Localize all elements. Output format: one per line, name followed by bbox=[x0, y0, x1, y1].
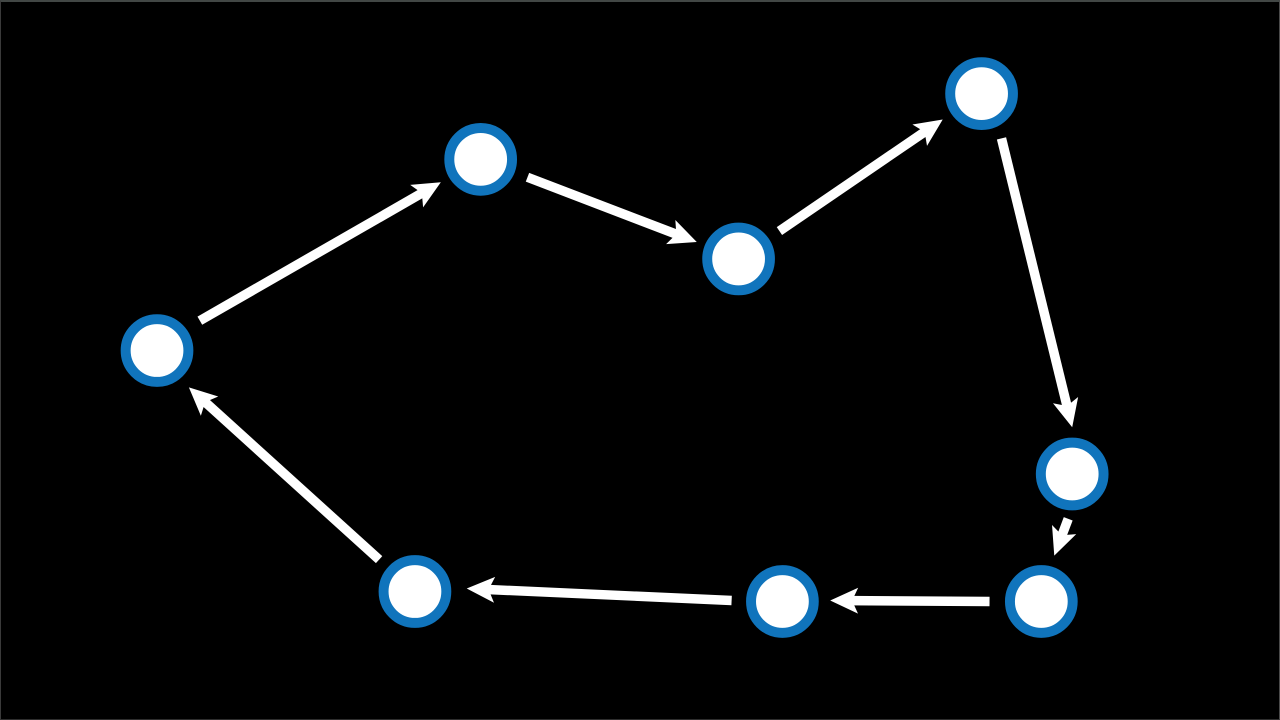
arrowhead-n5-n6 bbox=[1052, 525, 1077, 556]
graph-node-n8 bbox=[378, 555, 452, 628]
graph-edge-n6-n7 bbox=[851, 595, 990, 607]
arrowhead-n4-n5 bbox=[1052, 397, 1079, 428]
graph-node-n7 bbox=[746, 565, 819, 638]
graph-node-n5 bbox=[1035, 437, 1109, 511]
graph-edge-n2-n3 bbox=[525, 172, 679, 239]
graph-node-n2 bbox=[444, 122, 518, 196]
arrowhead-n3-n4 bbox=[912, 119, 943, 146]
graph-node-n6 bbox=[1004, 565, 1078, 638]
arrowhead-n6-n7 bbox=[830, 587, 859, 614]
arrowhead-n2-n3 bbox=[666, 219, 697, 245]
graph-edge-n7-n8 bbox=[487, 584, 732, 606]
arrowhead-n8-n1 bbox=[188, 387, 219, 416]
graph-node-n1 bbox=[120, 314, 194, 387]
arrowhead-n7-n8 bbox=[466, 576, 496, 603]
graph-edge-n8-n1 bbox=[201, 397, 383, 564]
graph-node-n4 bbox=[945, 57, 1018, 130]
graph-node-n3 bbox=[702, 222, 775, 296]
graph-edge-n3-n4 bbox=[776, 127, 929, 235]
graph-edge-n1-n2 bbox=[197, 188, 426, 325]
graph-edge-n5-n6 bbox=[1057, 517, 1073, 538]
graph-edge-n4-n5 bbox=[996, 137, 1072, 409]
arrowhead-n1-n2 bbox=[410, 182, 441, 208]
